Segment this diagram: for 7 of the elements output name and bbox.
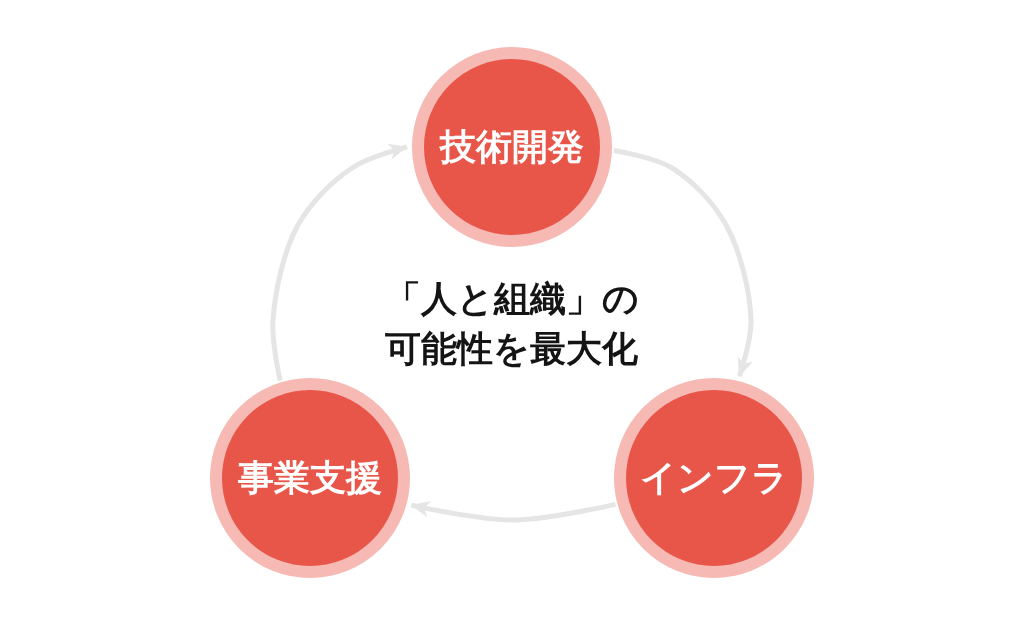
cycle-arrow <box>270 143 408 381</box>
cycle-arrow <box>613 148 754 378</box>
cycle-arrow <box>410 501 616 523</box>
circle-label: 技術開発 <box>440 125 584 169</box>
center-text: 「人と組織」の可能性を最大化 <box>384 277 640 371</box>
circle-label: インフラ <box>640 456 788 500</box>
circle-label: 事業支援 <box>238 456 382 500</box>
